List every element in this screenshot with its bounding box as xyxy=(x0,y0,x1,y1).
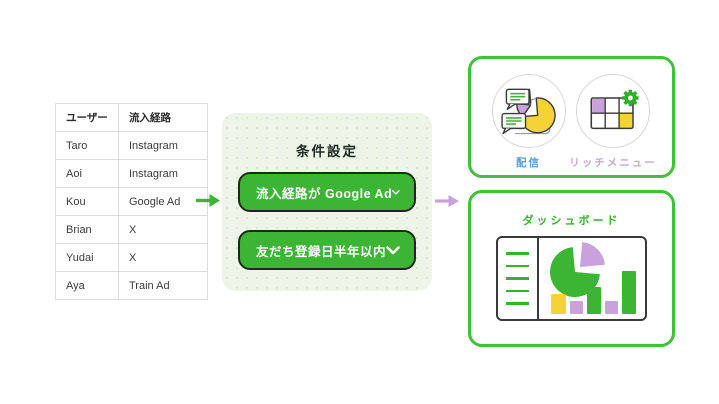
dashboard-sidebar-lines xyxy=(498,238,539,319)
route-cell: Instagram xyxy=(118,159,208,188)
route-cell: X xyxy=(118,215,208,244)
broadcast-icon-circle xyxy=(491,74,566,148)
rich-menu-icon-circle xyxy=(576,74,650,148)
rich-menu-label: リッチメニュー xyxy=(569,157,657,169)
condition-setting-panel: 条件設定 流入経路が Google Ad 友だち登録日半年以内 xyxy=(222,113,432,291)
broadcast-label: 配信 xyxy=(516,157,541,169)
condition-dropdown-label: 友だち登録日半年以内 xyxy=(256,244,387,259)
user-cell: Taro xyxy=(55,131,119,160)
user-inflow-table: ユーザー 流入経路 Taro Instagram Aoi Instagram K… xyxy=(55,103,208,300)
table-row: Aya Train Ad xyxy=(55,271,208,300)
feature-rich-menu: リッチメニュー xyxy=(569,74,657,170)
pie-chart-icon xyxy=(549,242,605,298)
route-cell: Instagram xyxy=(118,131,208,160)
route-cell: X xyxy=(118,243,208,272)
condition-dropdown-friend-registration[interactable]: 友だち登録日半年以内 xyxy=(238,230,416,270)
route-cell: Google Ad xyxy=(118,187,208,216)
user-column-header: ユーザー xyxy=(55,103,119,132)
inflow-route-column-header: 流入経路 xyxy=(118,103,208,132)
feature-broadcast: 配信 xyxy=(487,74,570,170)
table-row: Aoi Instagram xyxy=(55,159,208,188)
purple-right-arrow-icon xyxy=(435,195,459,207)
chevron-down-icon xyxy=(392,189,400,195)
user-cell: Aya xyxy=(55,271,119,300)
features-panel: 配信 xyxy=(468,56,675,178)
table-header-row: ユーザー 流入経路 xyxy=(55,103,208,132)
green-right-arrow-icon xyxy=(196,194,220,207)
condition-dropdown-inflow-route[interactable]: 流入経路が Google Ad xyxy=(238,172,416,212)
table-row: Brian X xyxy=(55,215,208,244)
user-cell: Brian xyxy=(55,215,119,244)
table-row: Kou Google Ad xyxy=(55,187,208,216)
dashboard-chart-area xyxy=(539,238,645,319)
user-cell: Kou xyxy=(55,187,119,216)
bar-chart-icon xyxy=(551,271,636,314)
user-cell: Yudai xyxy=(55,243,119,272)
table-row: Yudai X xyxy=(55,243,208,272)
dashboard-title: ダッシュボード xyxy=(522,215,621,227)
chevron-down-icon xyxy=(386,245,400,254)
dashboard-panel: ダッシュボード xyxy=(468,190,675,347)
condition-panel-title: 条件設定 xyxy=(296,144,358,159)
broadcast-pie-icon xyxy=(500,88,556,135)
route-cell: Train Ad xyxy=(118,271,208,300)
table-row: Taro Instagram xyxy=(55,131,208,160)
user-cell: Aoi xyxy=(55,159,119,188)
dashboard-charts-icon xyxy=(496,236,647,321)
rich-menu-grid-icon xyxy=(590,89,639,130)
gear-icon xyxy=(622,89,639,107)
condition-dropdown-label: 流入経路が Google Ad xyxy=(256,186,393,201)
